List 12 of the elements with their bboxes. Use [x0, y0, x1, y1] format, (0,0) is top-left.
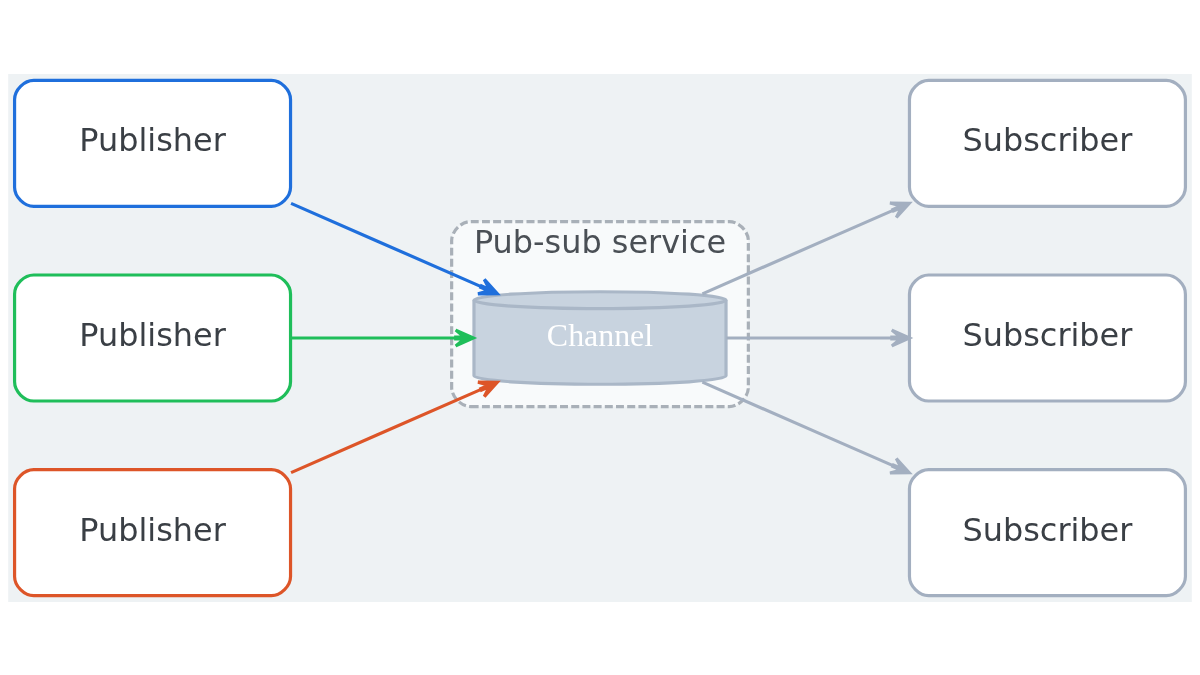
arrow [726, 328, 911, 347]
arrow [290, 380, 499, 474]
node-box: Subscriber [907, 467, 1188, 597]
node-box: Publisher [12, 272, 293, 403]
arrow [701, 200, 911, 295]
arrow [701, 380, 911, 475]
node-box: Publisher [12, 78, 293, 208]
arrow [291, 328, 475, 347]
node-box: Publisher [12, 467, 293, 597]
arrow [290, 201, 499, 295]
node-box: Subscriber [907, 78, 1188, 208]
node-box: Subscriber [907, 272, 1188, 403]
